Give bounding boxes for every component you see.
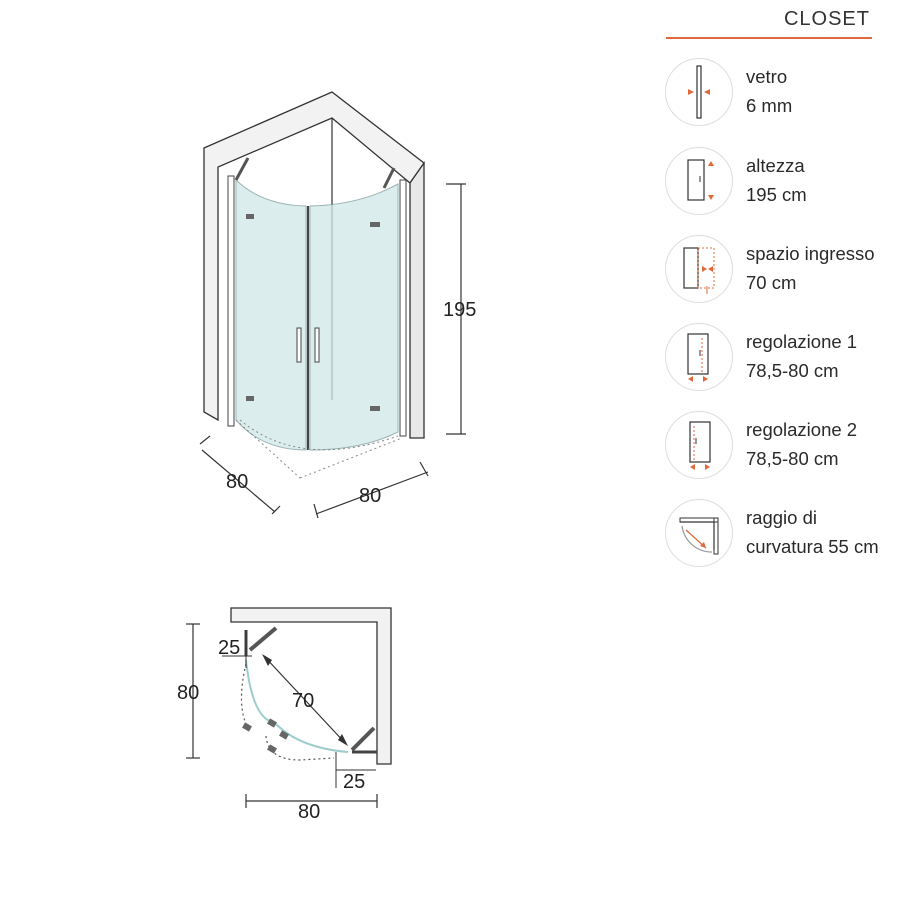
left-glass-door <box>235 178 307 451</box>
feature-adjustment-1-name: regolazione 1 <box>746 331 858 352</box>
depth-dimension-label: 80 <box>226 471 248 493</box>
plan-view: 25 70 80 25 80 <box>177 607 392 823</box>
feature-height: altezza 195 cm <box>665 147 900 217</box>
plan-stabilizer-bottom <box>350 726 376 752</box>
right-stabilizer-bar <box>382 167 396 189</box>
feature-entry-name: spazio ingresso <box>746 243 875 264</box>
entry-space-icon <box>665 235 733 303</box>
plan-walls <box>230 607 392 765</box>
perspective-view: 195 80 80 <box>199 91 476 519</box>
left-profile <box>227 175 235 427</box>
height-icon <box>665 147 733 215</box>
width-dimension-line <box>315 471 429 515</box>
hinge-icon <box>246 396 254 401</box>
product-title: CLOSET <box>783 8 870 30</box>
height-dimension-label: 195 <box>443 299 476 321</box>
curvature-radius-icon <box>665 499 733 567</box>
glass-thickness-icon <box>665 58 733 126</box>
feature-adjustment-2-value: 78,5-80 cm <box>746 448 839 469</box>
left-stabilizer-bar <box>234 157 250 181</box>
feature-adjustment-1-value: 78,5-80 cm <box>746 360 839 381</box>
feature-entry: spazio ingresso 70 cm <box>665 235 900 305</box>
plan-right-door <box>275 723 349 753</box>
feature-curvature-value: curvatura 55 cm <box>746 536 879 557</box>
plan-left-door <box>245 659 273 723</box>
plan-entry-width-label: 70 <box>292 690 314 712</box>
title-underline <box>666 37 872 39</box>
feature-entry-value: 70 cm <box>746 272 797 293</box>
adjustment-2-icon <box>665 411 733 479</box>
feature-curvature-name: raggio di <box>746 507 817 528</box>
feature-adjustment-2: regolazione 2 78,5-80 cm <box>665 411 900 481</box>
feature-adjustment-1: regolazione 1 78,5-80 cm <box>665 323 900 393</box>
feature-glass: vetro 6 mm <box>665 58 900 128</box>
hinge-icon <box>370 406 380 411</box>
plan-entry-dimension-line <box>263 655 347 745</box>
left-handle-icon <box>296 327 302 363</box>
plan-stabilizer-top <box>248 626 278 652</box>
right-wall-edge <box>409 160 425 439</box>
plan-top-offset-label: 25 <box>218 637 240 659</box>
plan-width-label: 80 <box>298 801 320 823</box>
feature-curvature: raggio di curvatura 55 cm <box>665 499 900 569</box>
width-dimension-label: 80 <box>359 485 381 507</box>
adjustment-1-icon <box>665 323 733 391</box>
plan-bottom-offset-label: 25 <box>343 771 365 793</box>
feature-height-name: altezza <box>746 155 805 176</box>
feature-height-value: 195 cm <box>746 184 807 205</box>
right-profile <box>399 179 407 437</box>
plan-height-label: 80 <box>177 682 199 704</box>
feature-adjustment-2-name: regolazione 2 <box>746 419 858 440</box>
depth-dimension-line <box>201 449 276 513</box>
right-glass-door <box>309 183 399 451</box>
right-handle-icon <box>314 327 320 363</box>
hinge-icon <box>246 214 254 219</box>
hinge-icon <box>370 222 380 227</box>
feature-glass-value: 6 mm <box>746 95 793 116</box>
feature-glass-name: vetro <box>746 66 788 87</box>
